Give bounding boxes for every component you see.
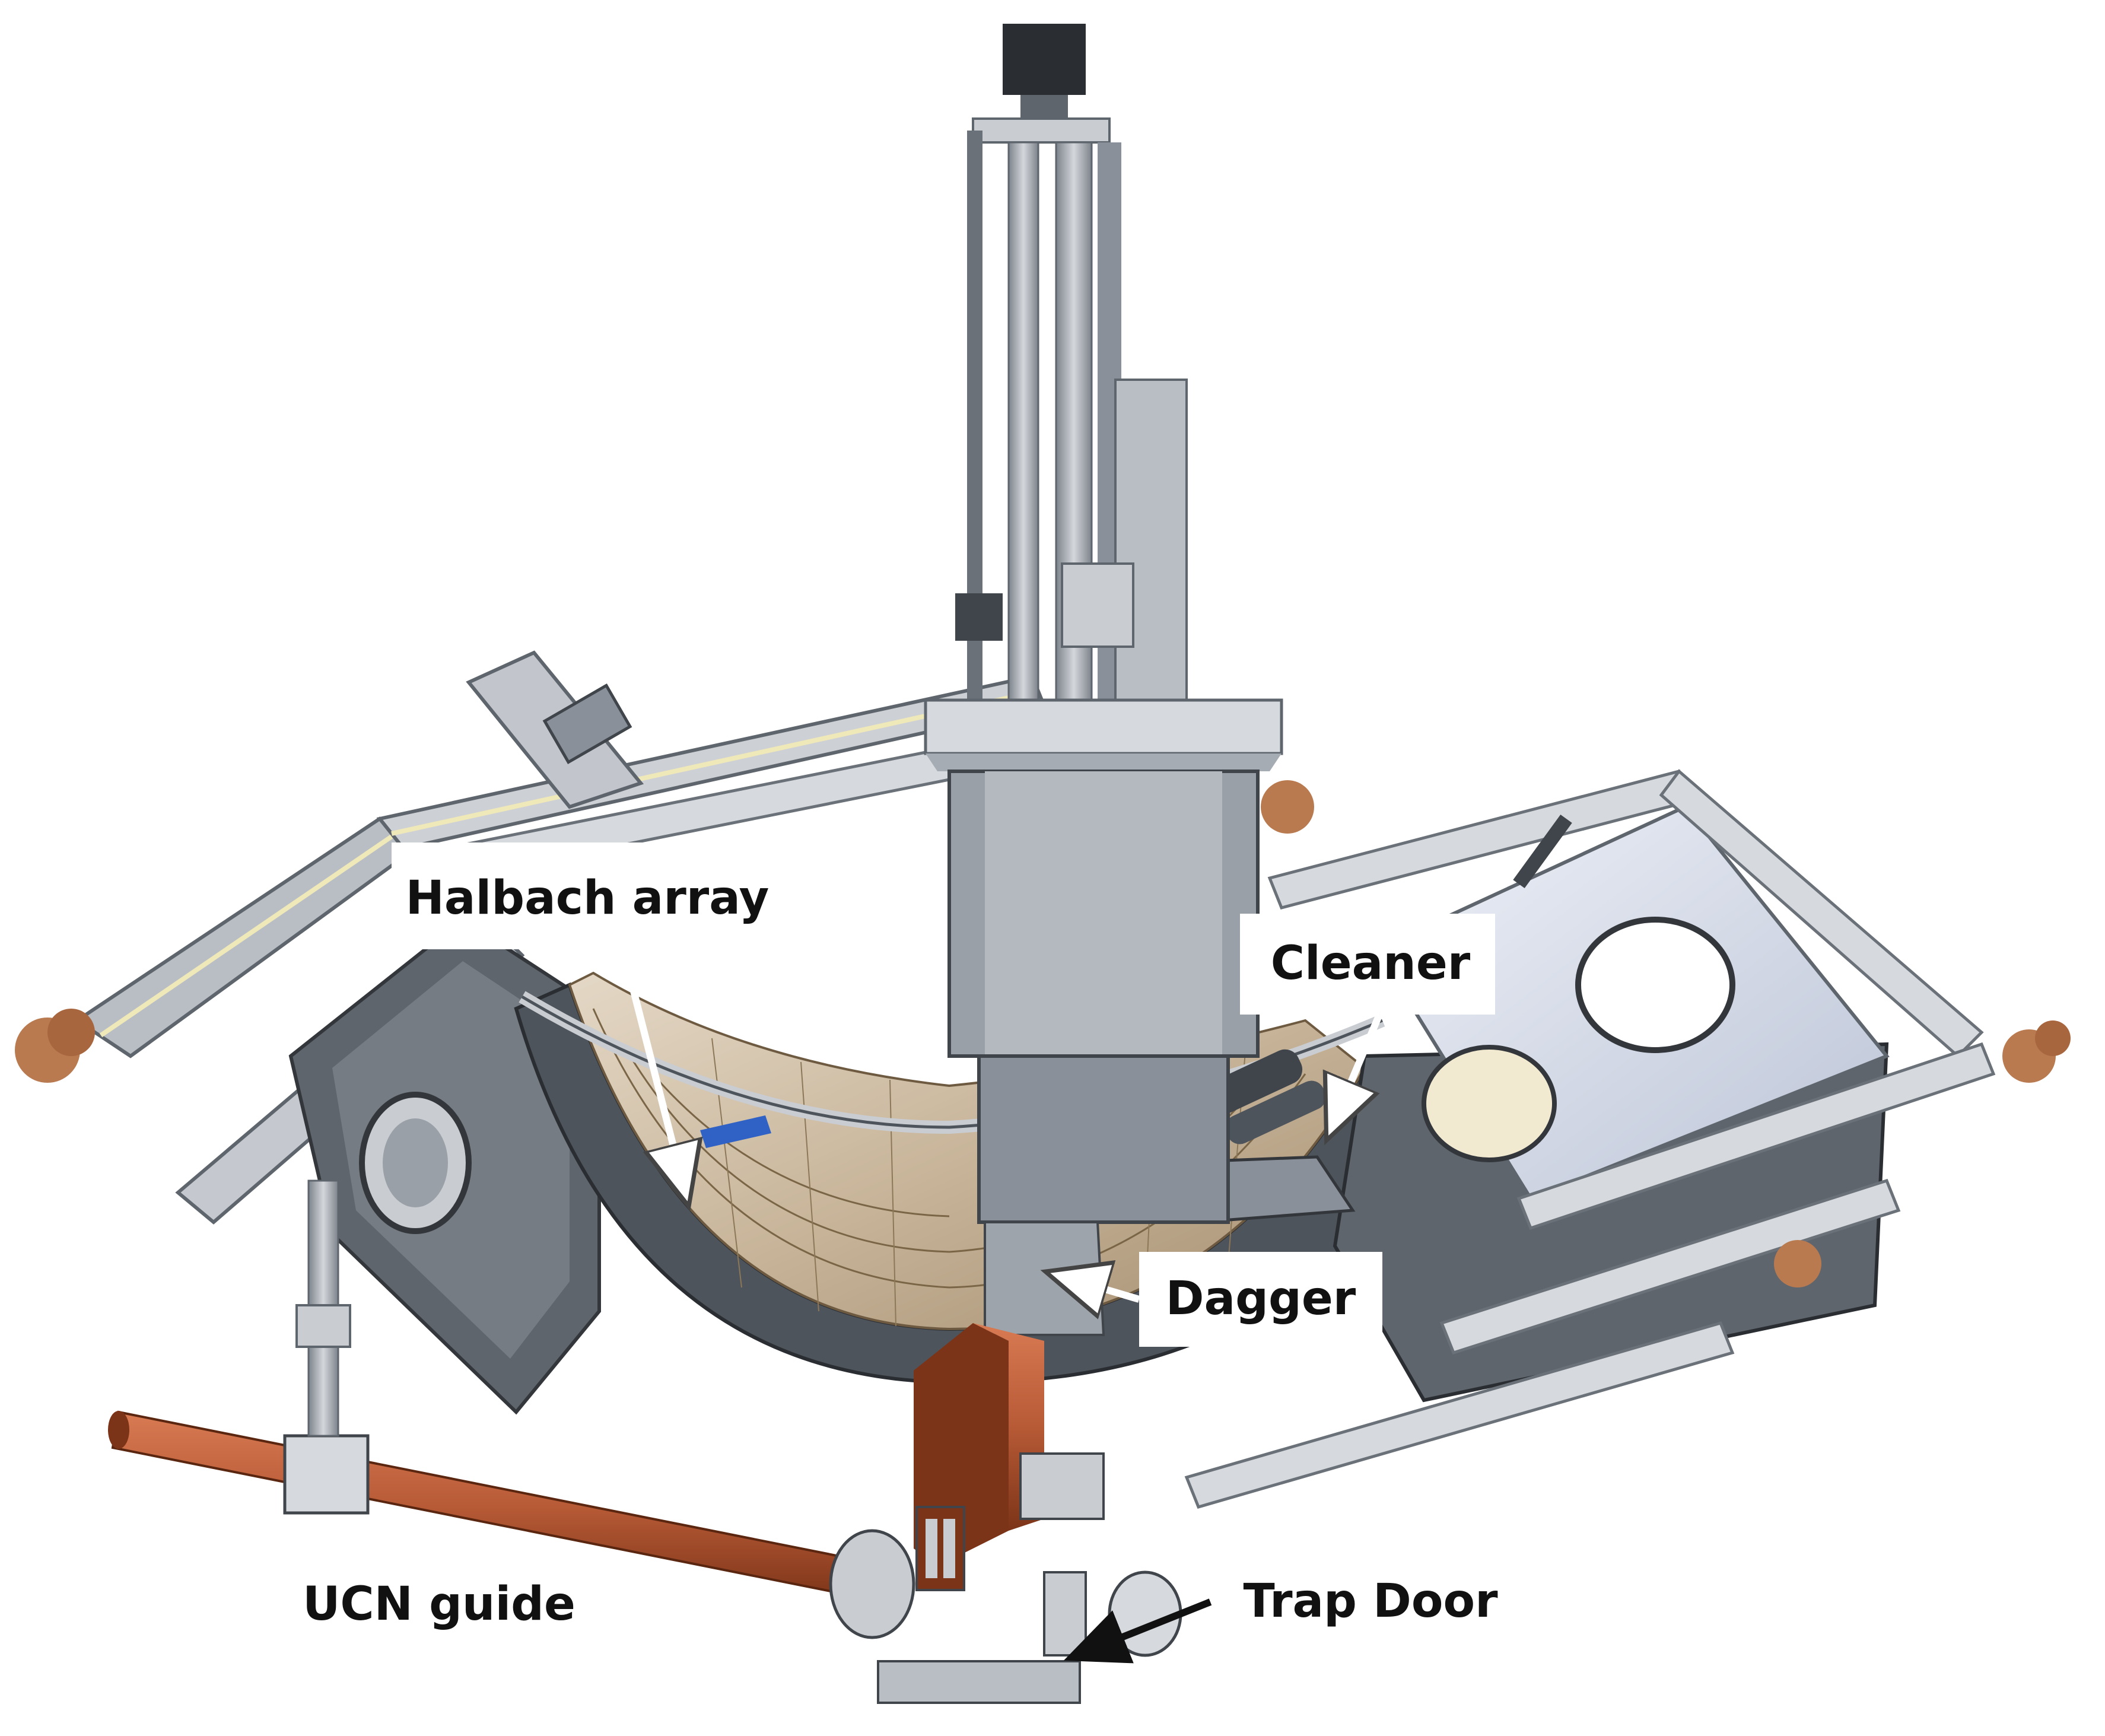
label-text: Dagger [1166, 1272, 1356, 1325]
label-dagger: Dagger [1059, 1252, 1382, 1347]
halbach-arrow [619, 948, 685, 1193]
support-leg [295, 1179, 351, 1437]
label-ucn-guide: UCN guide [303, 1578, 575, 1631]
dagger-blade [984, 1221, 1105, 1336]
label-trap-door: Trap Door [1063, 1575, 1498, 1664]
label-box [1139, 1252, 1382, 1347]
right-porthole [1575, 917, 1735, 1053]
central-column [924, 24, 1283, 1336]
blue-accent [700, 1115, 771, 1148]
label-box [392, 842, 783, 949]
dagger-arrow [1059, 1276, 1140, 1299]
cleaner-arrow [1332, 1013, 1383, 1127]
trap-door-arrow [1063, 1598, 1212, 1664]
label-text: Halbach array [406, 872, 769, 925]
right-chamber [1184, 769, 2071, 1509]
label-text: Cleaner [1271, 937, 1471, 990]
label-text: Trap Door [1243, 1575, 1498, 1628]
label-halbach-array: Halbach array [392, 842, 783, 1193]
ucn-guide-pipe [108, 1410, 915, 1639]
trap-door-assembly [877, 1323, 1182, 1704]
left-side-plate [288, 917, 601, 1415]
label-box [1240, 914, 1495, 1015]
label-cleaner: Cleaner [1240, 914, 1495, 1127]
label-text: UCN guide [303, 1578, 575, 1631]
